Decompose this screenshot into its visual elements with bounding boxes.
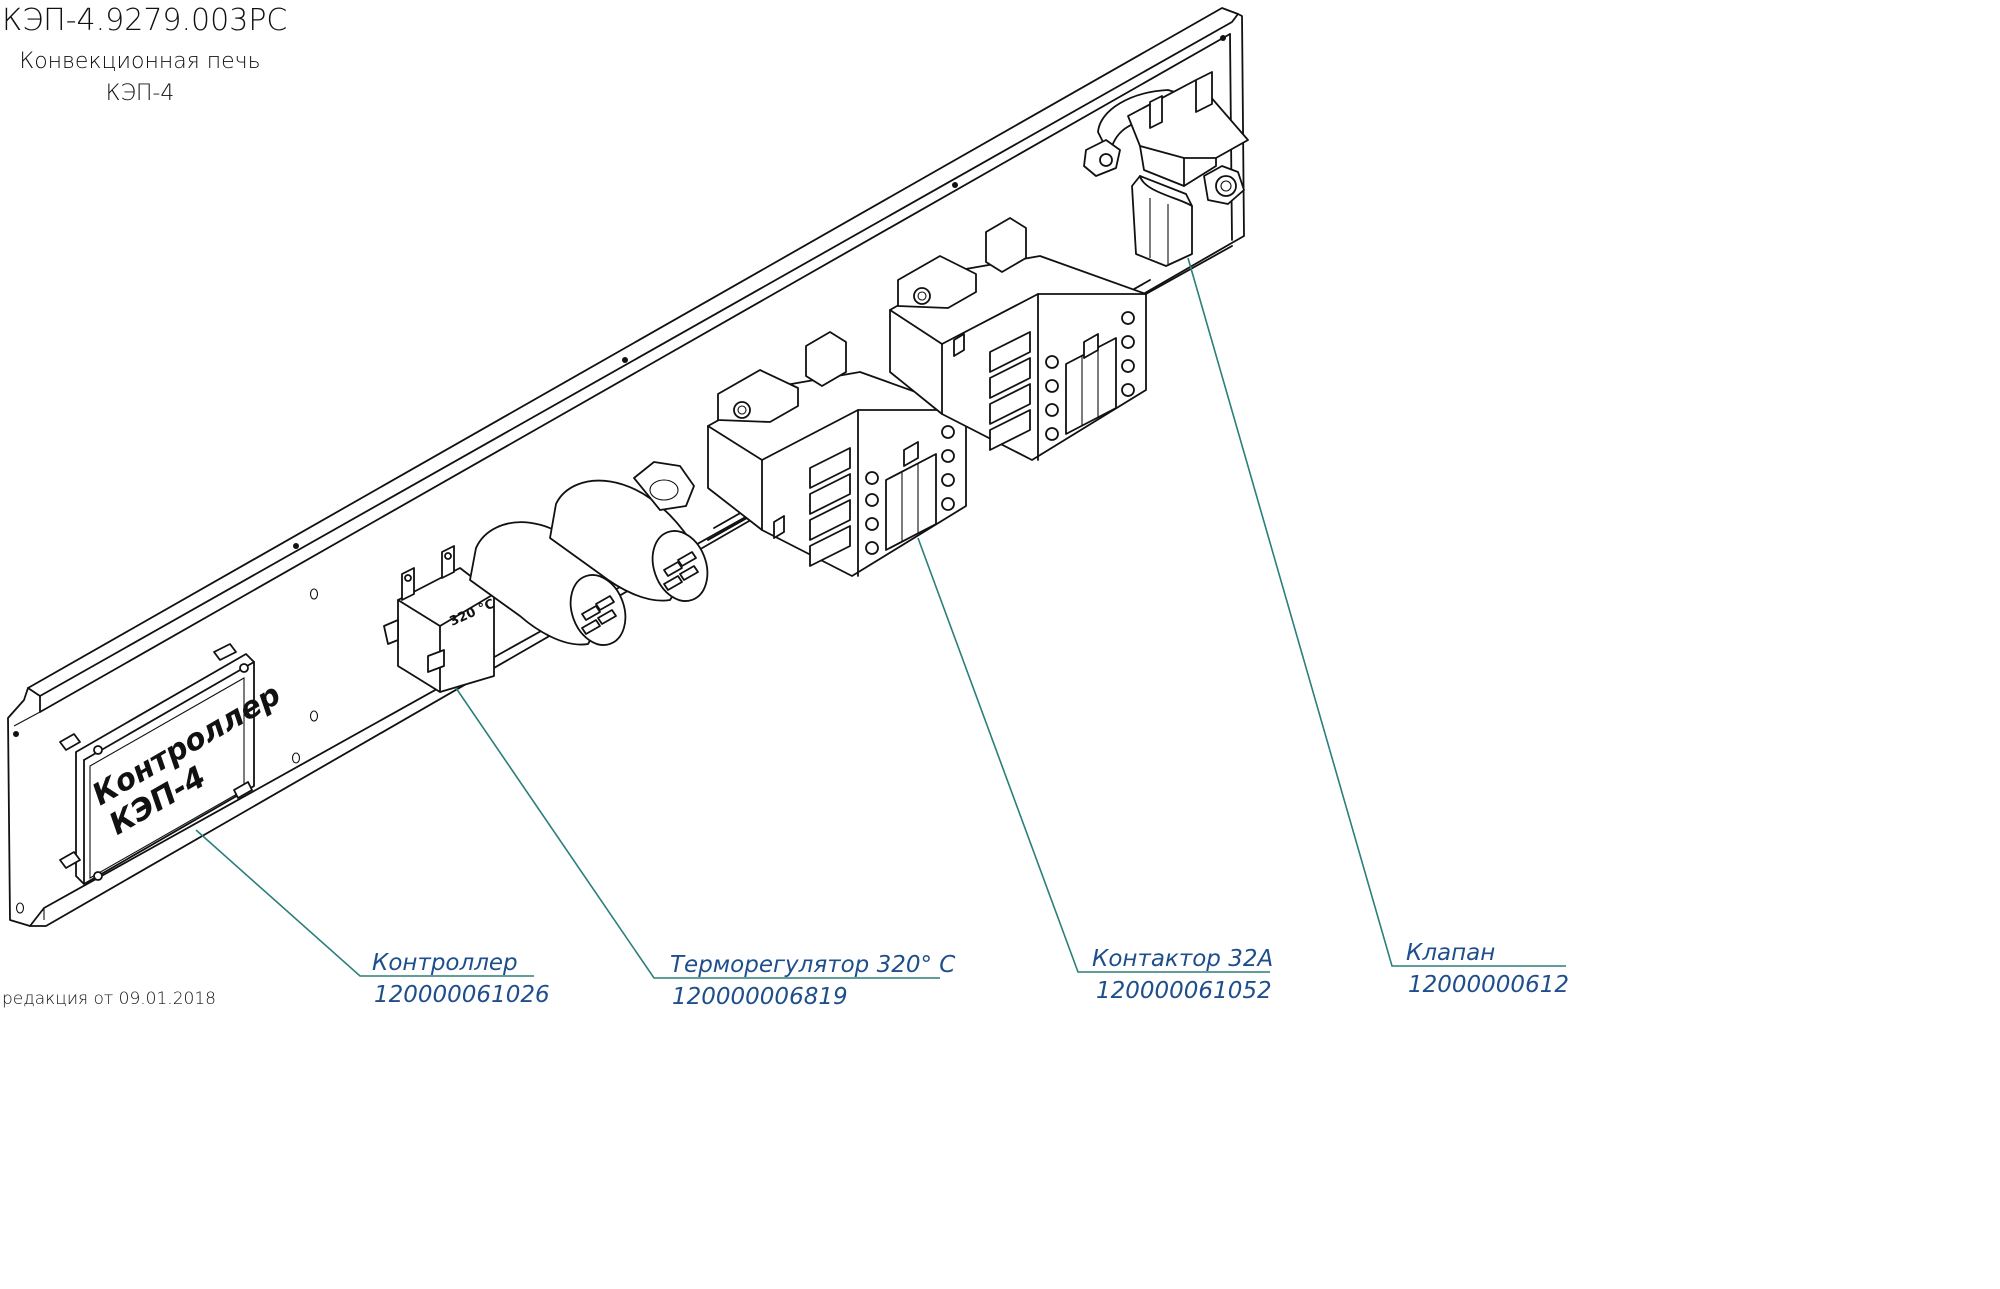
thermostat-unit: 320 °C	[383, 545, 497, 693]
callout-controller-code: 120000061026	[374, 982, 550, 1008]
edition-note: редакция от 09.01.2018	[2, 989, 216, 1009]
document-number: КЭП-4.9279.003РС	[2, 3, 287, 38]
callout-controller-name: Контроллер	[372, 950, 518, 976]
callouts: Контроллер 120000061026 Терморегулятор 3…	[195, 257, 1568, 1010]
callout-thermostat-name: Терморегулятор 320° С	[670, 952, 955, 978]
contactor-2-terminals	[989, 311, 1135, 451]
capacitor-2	[549, 461, 709, 602]
product-name: Конвекционная печь	[19, 49, 260, 74]
contactor-1	[707, 331, 967, 577]
panel-holes	[13, 35, 1226, 914]
callout-valve-code: 120000006121	[1408, 972, 1568, 998]
callout-thermostat-code: 120000006819	[672, 984, 848, 1010]
contactor-1-terminals	[809, 425, 955, 567]
valve-unit	[1083, 71, 1249, 267]
drawing-sheet: КЭП-4.9279.003РС Конвекционная печь КЭП-…	[2, 3, 1568, 1010]
callout-valve-name: Клапан	[1406, 940, 1495, 966]
contactor-2	[889, 217, 1147, 461]
callout-contactor-name: Контактор 32А	[1092, 946, 1273, 972]
assembly-drawing: КЭП-4.9279.003РС Конвекционная печь КЭП-…	[2, 3, 1568, 1010]
callout-contactor-code: 120000061052	[1096, 978, 1272, 1004]
product-model: КЭП-4	[106, 81, 175, 106]
mounting-panel	[7, 7, 1245, 927]
